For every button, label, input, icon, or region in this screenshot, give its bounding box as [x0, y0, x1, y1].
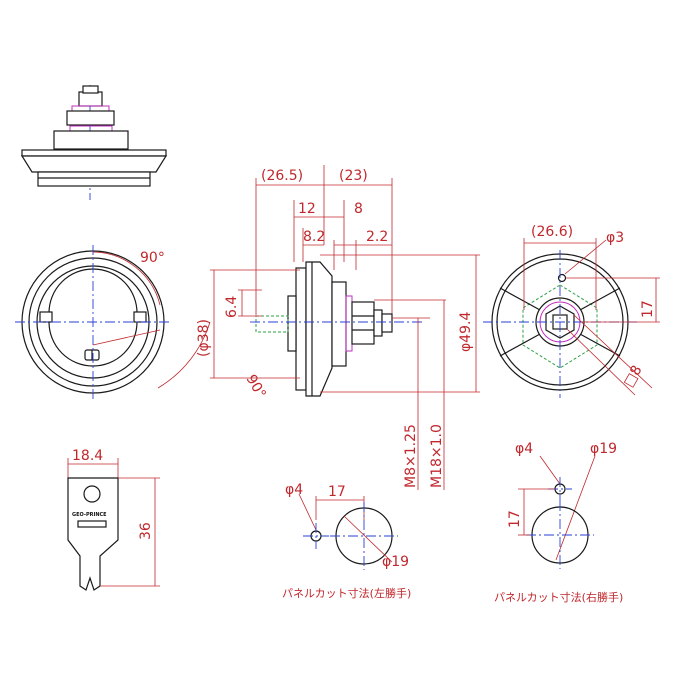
front-slot-right	[133, 311, 147, 323]
key-label-slot	[77, 520, 107, 528]
side-bolt-tip	[381, 313, 393, 333]
phi3-leader	[564, 239, 607, 275]
dim-23-text: (23)	[339, 168, 368, 184]
top-washer	[71, 105, 110, 112]
panel-cut-right: φ4 φ19 17 パネルカット寸法(右勝手)	[494, 441, 623, 604]
side-washer	[345, 295, 353, 352]
dim-phi49-text: φ49.4	[458, 312, 474, 353]
side-flange	[305, 261, 333, 397]
side-view: (26.5) (23) 12 8 8.2 2.2 (φ38) 6.4 φ49.4	[196, 165, 480, 490]
top-face	[37, 171, 151, 187]
top-lower-washer	[69, 125, 113, 132]
top-nut	[78, 91, 103, 107]
pcr-phi19-leader	[555, 455, 596, 561]
side-knob	[287, 295, 297, 352]
rear-view: (26.6) φ3 17 □8	[483, 224, 660, 398]
top-hex-nut	[66, 110, 115, 126]
pcr-caption: パネルカット寸法(右勝手)	[494, 590, 623, 604]
angle-90-label: 90°	[140, 250, 165, 266]
thread-m18-text: M18×1.0	[429, 424, 445, 488]
front-slot-left	[39, 311, 53, 323]
pcr-phi4-text: φ4	[515, 441, 533, 457]
side-handle-hidden	[255, 315, 289, 333]
dim-phi3-text: φ3	[606, 230, 624, 246]
side-bolt-head	[373, 309, 383, 337]
pcl-caption: パネルカット寸法(左勝手)	[282, 586, 411, 600]
dim-26-5-text: (26.5)	[261, 168, 303, 184]
sq8-leader-1	[566, 328, 636, 396]
key-view: 18.4 GEO-PRINCE 36	[67, 448, 160, 591]
dim-12-text: 12	[298, 201, 316, 217]
thread-m8-text: M8×1.25	[403, 424, 419, 488]
dim-2-2-text: 2.2	[366, 229, 388, 245]
top-bezel	[20, 155, 168, 173]
top-body	[53, 130, 129, 150]
dim-17-text: 17	[640, 300, 656, 318]
dim-8-text: 8	[354, 201, 363, 217]
side-face-plate	[295, 267, 307, 391]
top-flange	[21, 149, 167, 157]
dim-18-4-text: 18.4	[72, 448, 103, 464]
angle-arc-lower	[157, 321, 211, 389]
dim-26-6-text: (26.6)	[531, 224, 573, 240]
side-hex-nut	[351, 301, 375, 345]
dim-phi38-text: (φ38)	[196, 319, 212, 357]
dim-8-2-text: 8.2	[303, 229, 325, 245]
dim-36-text: 36	[138, 522, 154, 540]
angle-90-lower-label: 90°	[243, 372, 269, 402]
angle-arc-90	[92, 251, 161, 306]
key-brand: GEO-PRINCE	[72, 512, 107, 518]
pcr-phi4-leader	[539, 455, 561, 485]
pcr-dim-17-text: 17	[507, 510, 523, 528]
bolt-tip	[82, 85, 99, 94]
panel-cut-left: 17 φ4 φ19 パネルカット寸法(左勝手)	[282, 482, 411, 600]
top-view	[20, 85, 168, 200]
dim-sq8-text: □8	[621, 363, 646, 390]
pcl-dim-17-text: 17	[328, 484, 346, 500]
pcl-phi4-text: φ4	[285, 482, 303, 498]
pcr-phi19-text: φ19	[590, 441, 617, 457]
key-hole	[83, 485, 101, 503]
rear-spoke-2	[579, 287, 621, 311]
pcl-phi19-leader	[343, 515, 393, 563]
sq8-leader-2	[573, 314, 653, 389]
angle-ref-line	[92, 329, 161, 346]
rear-spoke-3	[499, 333, 541, 357]
rear-spoke-1	[499, 287, 541, 311]
side-housing	[331, 281, 347, 367]
pcl-phi4-leader	[298, 493, 317, 531]
dim-6-4-text: 6.4	[224, 296, 240, 318]
pcl-phi19-text: φ19	[382, 554, 409, 570]
key-outline	[67, 477, 119, 591]
